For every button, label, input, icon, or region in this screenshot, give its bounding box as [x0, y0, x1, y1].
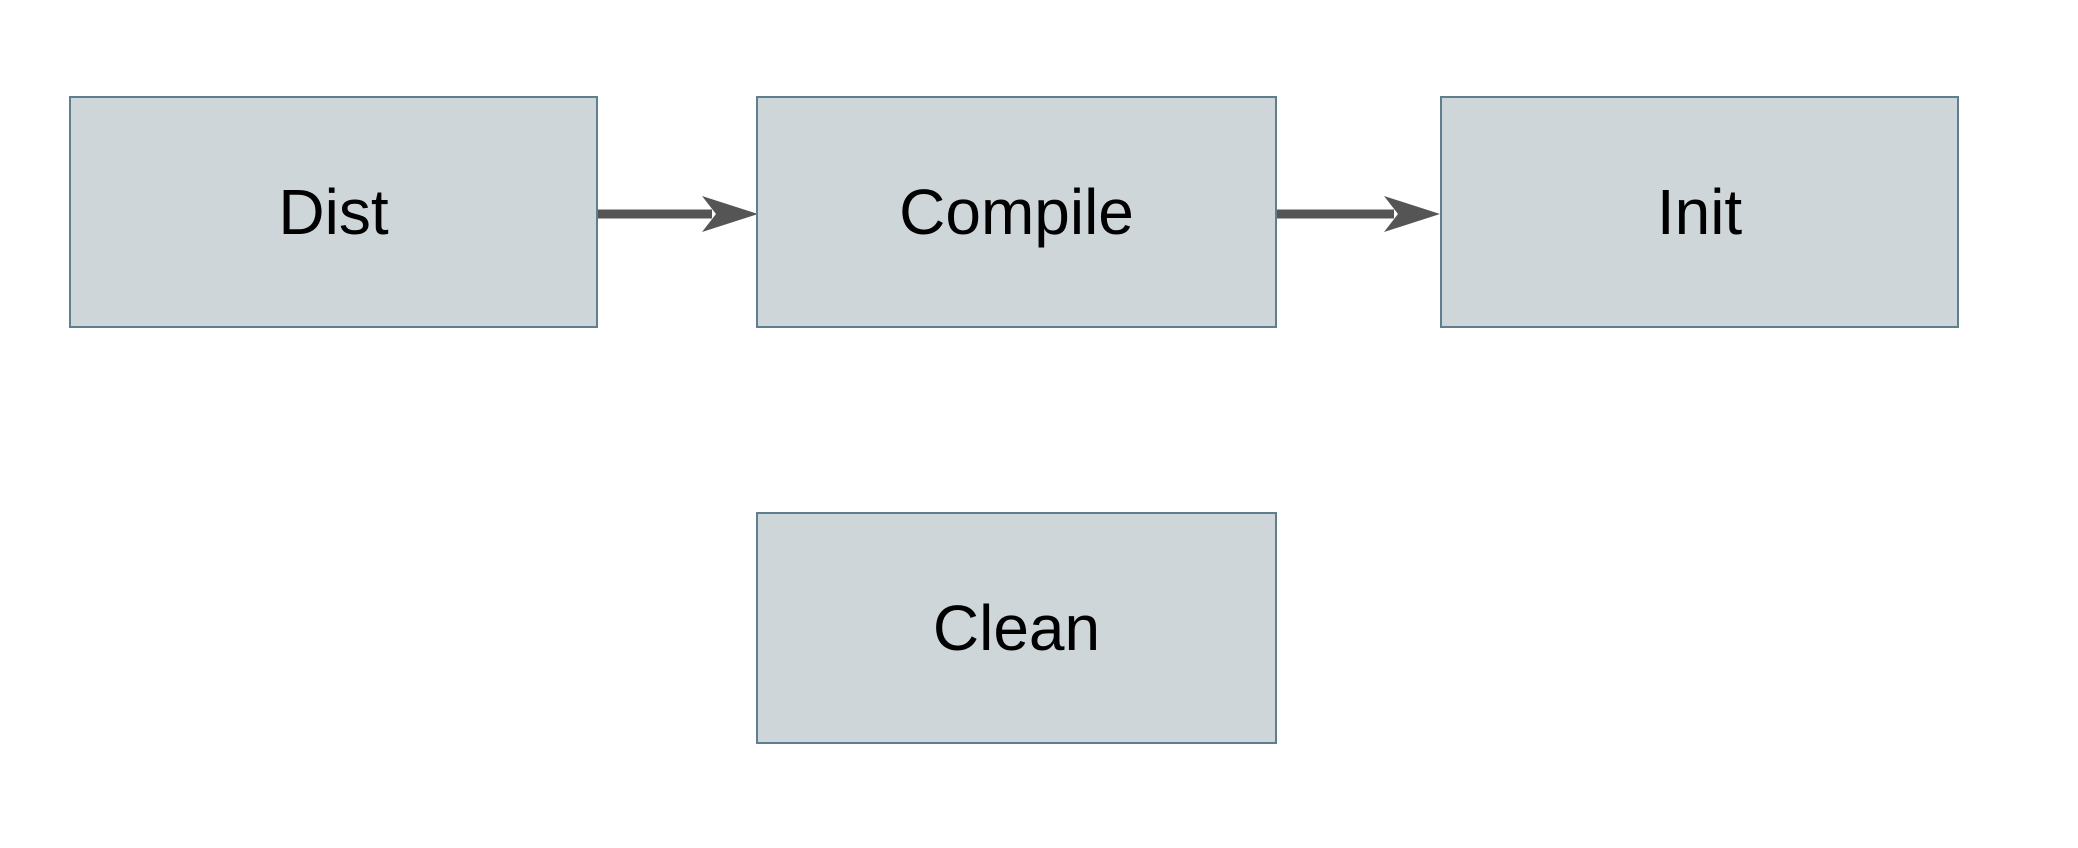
edge-compile-to-init[interactable] [1277, 196, 1440, 232]
node-init[interactable]: Init [1440, 96, 1959, 328]
node-label-clean: Clean [932, 592, 1101, 664]
node-clean[interactable]: Clean [756, 512, 1277, 744]
node-label-compile: Compile [899, 176, 1134, 248]
edge-dist-to-compile[interactable] [598, 196, 758, 232]
node-label-dist: Dist [278, 176, 389, 248]
node-compile[interactable]: Compile [756, 96, 1277, 328]
node-label-init: Init [1656, 176, 1743, 248]
arrowhead-compile-to-init [1384, 196, 1440, 232]
node-dist[interactable]: Dist [69, 96, 598, 328]
arrowhead-dist-to-compile [702, 196, 758, 232]
